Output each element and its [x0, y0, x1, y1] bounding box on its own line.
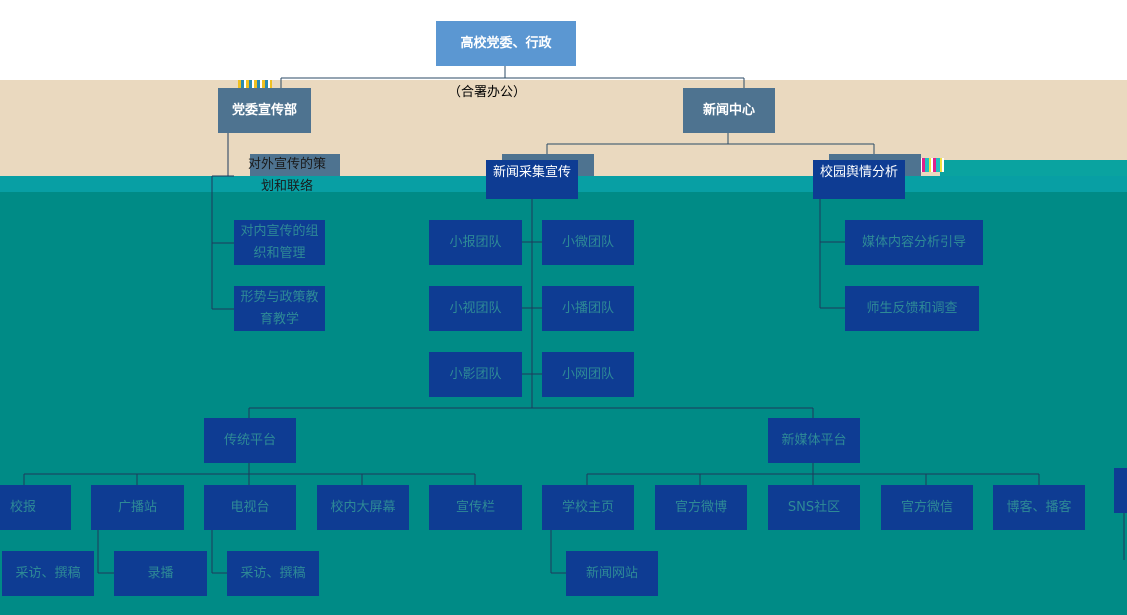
opinion-item-label: 媒体内容分析引导: [861, 234, 966, 250]
propaganda-item-top-cap: [250, 154, 340, 176]
new-media-item: 学校主页: [542, 485, 634, 530]
team-box: 小影团队: [429, 352, 522, 397]
sub-item-label: 采访、撰稿: [240, 565, 306, 581]
sub-item: 录播: [114, 551, 207, 596]
new-media-platform-label: 新媒体平台: [781, 432, 847, 448]
traditional-item-label: 校内大屏幕: [330, 499, 396, 515]
collection-label: 新闻采集宣传: [492, 165, 571, 180]
new-media-item-label: 官方微信: [900, 499, 953, 515]
opinion-box: 校园舆情分析: [813, 160, 905, 199]
traditional-platform-label: 传统平台: [223, 432, 276, 448]
opinion-item: 媒体内容分析引导: [845, 220, 983, 265]
propaganda-item-label: 对外宣传的策 划和联络: [247, 157, 326, 194]
news-center-box: 新闻中心: [683, 88, 775, 133]
traditional-item: 校内大屏幕: [317, 485, 409, 530]
new-media-item-label: SNS社区: [787, 499, 841, 515]
sub-item-label: 采访、撰稿: [15, 565, 81, 581]
team-box: 小微团队: [542, 220, 634, 265]
team-label: 小网团队: [561, 366, 614, 382]
traditional-item-label: 广播站: [117, 499, 157, 515]
new-media-item-label: 官方微博: [674, 499, 727, 515]
new-media-item: 官方微博: [655, 485, 747, 530]
team-label: 小影团队: [449, 366, 502, 382]
propaganda-item-label: 对内宣传的组 织和管理: [240, 223, 319, 261]
sub-item-label: 录播: [147, 565, 174, 581]
new-media-item: 官方微信: [881, 485, 973, 530]
team-label: 小播团队: [561, 300, 614, 316]
team-label: 小报团队: [449, 234, 502, 250]
sub-item: 新闻网站: [566, 551, 658, 596]
team-box: 小网团队: [542, 352, 634, 397]
opinion-item: 师生反馈和调查: [845, 286, 979, 331]
new-media-item: 博客、播客: [993, 485, 1085, 530]
propaganda-dept-label: 党委宣传部: [231, 102, 297, 118]
opinion-label: 校园舆情分析: [819, 165, 898, 180]
propaganda-item: 形势与政策教 育教学: [234, 286, 325, 331]
sub-item-label: 新闻网站: [585, 565, 638, 581]
new-media-item-label: 博客、播客: [1006, 499, 1072, 515]
sub-item: 采访、撰稿: [2, 551, 94, 596]
team-label: 小微团队: [561, 234, 614, 250]
new-media-platform-box: 新媒体平台: [768, 418, 860, 463]
traditional-item: 宣传栏: [429, 485, 522, 530]
team-box: 小报团队: [429, 220, 522, 265]
propaganda-dept-box: 党委宣传部: [218, 88, 311, 133]
root-box: 高校党委、行政: [436, 21, 576, 66]
opinion-item-label: 师生反馈和调查: [866, 300, 958, 316]
propaganda-item: 对外宣传的策 划和联络: [234, 154, 340, 199]
collection-box: 新闻采集宣传: [486, 160, 578, 199]
team-box: 小播团队: [542, 286, 634, 331]
team-box: 小视团队: [429, 286, 522, 331]
propaganda-item-label: 形势与政策教 育教学: [240, 289, 319, 327]
traditional-item-label: 校报: [10, 499, 37, 515]
traditional-item-label: 电视台: [230, 499, 270, 515]
traditional-item: 校报: [0, 485, 71, 530]
team-label: 小视团队: [449, 300, 502, 316]
traditional-platform-box: 传统平台: [204, 418, 296, 463]
news-center-label: 新闻中心: [702, 102, 755, 118]
traditional-item: 广播站: [91, 485, 184, 530]
traditional-item-label: 宣传栏: [455, 499, 495, 515]
joint-office-label: （合署办公）: [448, 85, 527, 100]
new-media-item-label: 学校主页: [561, 499, 614, 515]
root-label: 高校党委、行政: [460, 35, 552, 51]
traditional-item: 电视台: [204, 485, 296, 530]
propaganda-item: 对内宣传的组 织和管理: [234, 220, 325, 265]
new-media-item: SNS社区: [768, 485, 860, 530]
teal-strip: [940, 160, 1127, 176]
clipped-box: [1114, 468, 1127, 513]
sub-item: 采访、撰稿: [227, 551, 319, 596]
